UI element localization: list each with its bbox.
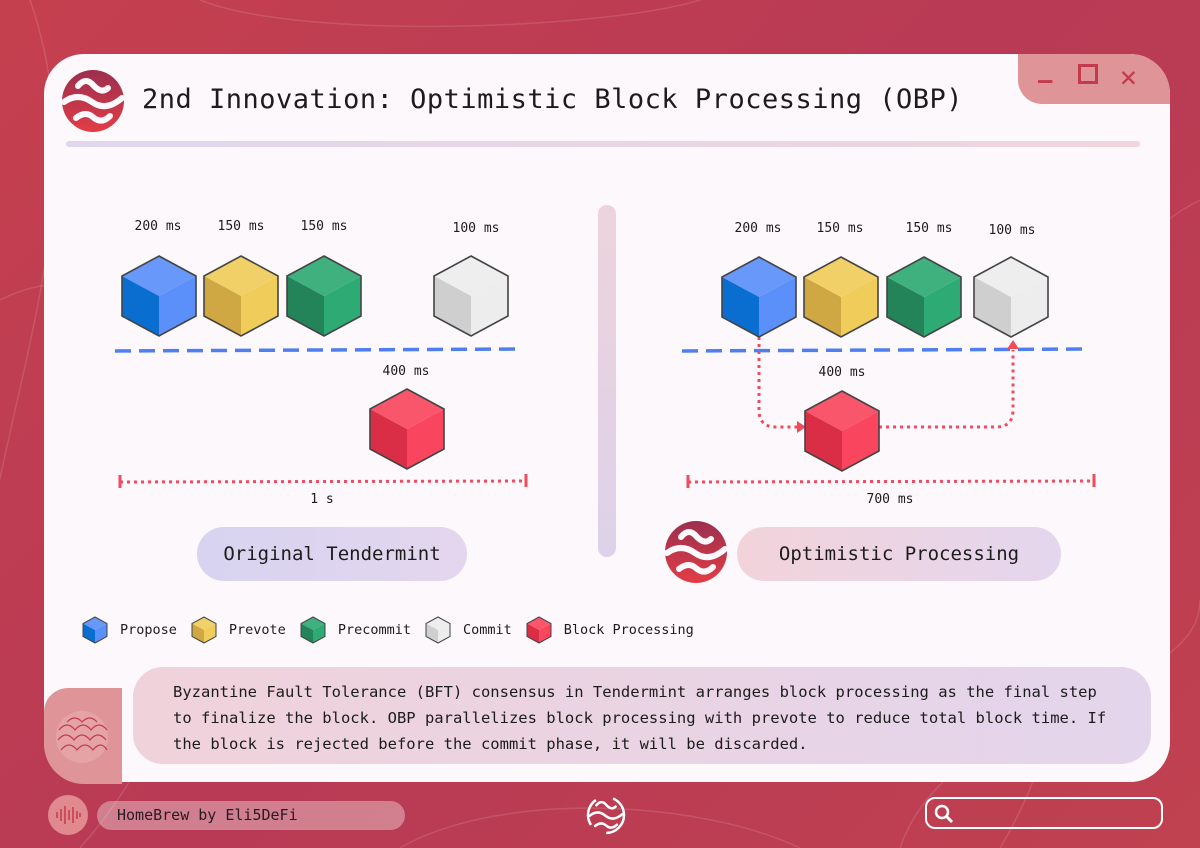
right-precommit-time: 150 ms [905, 221, 953, 236]
legend-precommit: Precommit [300, 616, 411, 644]
legend-label: Propose [120, 622, 177, 638]
arrow-right-icon [797, 421, 806, 433]
left-propose-time: 200 ms [134, 219, 182, 234]
page-title: 2nd Innovation: Optimistic Block Process… [142, 84, 964, 115]
close-button[interactable]: ✕ [1120, 60, 1137, 93]
legend-block-processing: Block Processing [526, 616, 694, 644]
right-propose-time: 200 ms [734, 221, 782, 236]
legend-cube [191, 616, 217, 644]
flow-to-commit [879, 350, 1015, 429]
right-cube-propose [721, 256, 797, 338]
original-tendermint-label: Original Tendermint [197, 527, 467, 581]
right-prevote-time: 150 ms [816, 221, 864, 236]
cube-icon [191, 616, 217, 644]
maximize-button[interactable] [1078, 64, 1098, 84]
right-total-time: 700 ms [866, 492, 914, 507]
wave-pattern-icon [56, 711, 108, 763]
right-cube-commit [973, 256, 1049, 338]
description-line: to finalize the block. OBP parallelizes … [173, 709, 1107, 727]
logo-icon [586, 795, 626, 835]
brand-label: HomeBrew by Eli5DeFi [97, 801, 405, 830]
legend-cube [526, 616, 552, 644]
left-cube-prevote [203, 255, 279, 337]
arrow-up-icon [1007, 340, 1019, 349]
logo-icon [62, 70, 124, 132]
description-line: Byzantine Fault Tolerance (BFT) consensu… [173, 683, 1097, 701]
optimistic-processing-label: Optimistic Processing [737, 527, 1061, 581]
left-timeline [118, 474, 528, 488]
legend-label: Prevote [228, 622, 286, 638]
logo-icon [665, 521, 727, 583]
cube-icon [526, 616, 552, 644]
left-total-time: 1 s [310, 492, 334, 507]
legend-propose: Propose [82, 616, 177, 644]
right-dashed-line [681, 347, 1091, 353]
left-cube-propose [121, 255, 197, 337]
legend: Propose Prevote Precommit Commit Block P… [82, 616, 708, 644]
legend-cube [300, 616, 326, 644]
right-cube-prevote [803, 256, 879, 338]
legend-label: Block Processing [563, 622, 694, 638]
legend-cube [82, 616, 108, 644]
legend-label: Precommit [337, 622, 411, 638]
legend-commit: Commit [425, 616, 512, 644]
title-divider [66, 141, 1140, 147]
audio-wave-icon[interactable] [48, 795, 88, 835]
left-dashed-line [114, 347, 523, 353]
right-commit-time: 100 ms [988, 223, 1036, 238]
right-processing-time: 400 ms [818, 365, 866, 380]
legend-cube [425, 616, 451, 644]
vertical-divider [598, 205, 616, 557]
left-cube-processing [369, 388, 445, 470]
left-processing-time: 400 ms [382, 364, 430, 379]
legend-label: Commit [462, 622, 512, 638]
left-precommit-time: 150 ms [300, 219, 348, 234]
left-cube-commit [433, 255, 509, 337]
legend-prevote: Prevote [191, 616, 286, 644]
right-cube-processing [804, 390, 880, 472]
description-line: the block is rejected before the commit … [173, 735, 808, 753]
right-timeline [686, 474, 1096, 488]
left-commit-time: 100 ms [452, 221, 500, 236]
flow-to-processing [757, 337, 797, 429]
window-controls [1018, 54, 1170, 104]
minimize-button[interactable]: — [1038, 66, 1053, 94]
search-icon [934, 804, 954, 824]
cube-icon [425, 616, 451, 644]
description: Byzantine Fault Tolerance (BFT) consensu… [133, 667, 1151, 764]
left-cube-precommit [286, 255, 362, 337]
cube-icon [82, 616, 108, 644]
search-input[interactable] [925, 797, 1163, 829]
right-cube-precommit [886, 256, 962, 338]
left-prevote-time: 150 ms [217, 219, 265, 234]
cube-icon [300, 616, 326, 644]
